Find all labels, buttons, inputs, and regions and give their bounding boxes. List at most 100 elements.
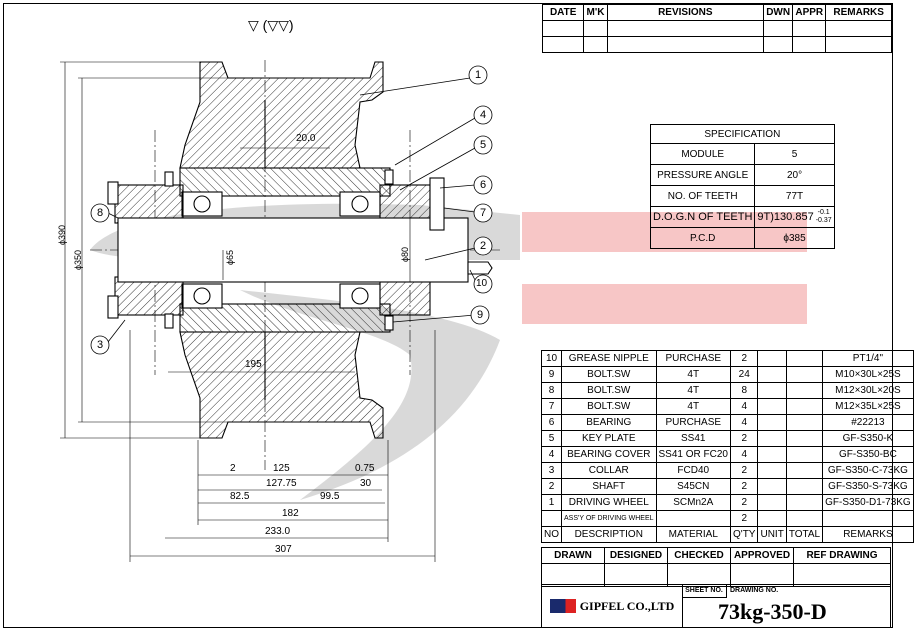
bom-cell-qty: 2: [729, 430, 759, 447]
bom-cell-mat: SS41: [655, 430, 732, 447]
bom-cell-total: [785, 350, 824, 367]
bom-cell-mat: SCMn2A: [655, 494, 732, 511]
bom-cell-no: 8: [541, 382, 562, 399]
bom-cell-no: 5: [541, 430, 562, 447]
bom-cell-no: 3: [541, 462, 562, 479]
bom-cell-no: [541, 510, 562, 527]
bom-cell-unit: [757, 462, 787, 479]
bom-cell-total: [785, 462, 824, 479]
bom-cell-remarks: GF-S350-K: [822, 430, 914, 447]
bom-cell-no: 2: [541, 478, 562, 495]
bom-cell-qty: 2: [729, 494, 759, 511]
bom-cell-total: [785, 510, 824, 527]
company-name: GIPFEL CO.,LTD: [579, 599, 675, 613]
dim-307: 307: [275, 544, 292, 555]
bom-cell-no: 7: [541, 398, 562, 415]
bom-cell-remarks: PT1/4": [822, 350, 914, 367]
revisions-table: DATE M'K REVISIONS DWN APPR REMARKS: [541, 4, 892, 53]
dogn-value: 9T)130.857: [757, 210, 814, 223]
bom-cell-desc: GREASE NIPPLE: [561, 350, 657, 367]
bom-cell-no: 6: [541, 414, 562, 431]
bom-header: Q'TY: [729, 526, 759, 543]
rev-header-date: DATE: [541, 4, 585, 21]
dim-80: ϕ80: [400, 246, 410, 262]
balloon-9: [470, 305, 490, 325]
bom-cell-qty: 8: [729, 382, 759, 399]
bom-cell-desc: BOLT.SW: [561, 398, 657, 415]
drawing-no-label: DRAWING NO.: [730, 587, 779, 594]
bom-cell-remarks: GF-S350-D1-73KG: [822, 494, 914, 511]
balloon-6: [473, 175, 493, 195]
bom-cell-qty: 24: [729, 366, 759, 383]
bom-cell-remarks: GF-S350-S-73KG: [822, 478, 914, 495]
balloon-8-label: 8: [97, 207, 104, 219]
bom-cell-total: [785, 478, 824, 495]
dim-182: 182: [282, 508, 299, 519]
tb-ref-drawing: REF DRAWING: [793, 547, 891, 564]
balloon-7: [473, 203, 493, 223]
balloon-1-label: 1: [475, 69, 482, 81]
title-block-bottom: GIPFEL CO.,LTD SHEET NO. DRAWING NO. 73k…: [541, 584, 891, 628]
balloon-5-label: 5: [480, 139, 487, 151]
balloon-2: [473, 236, 493, 256]
bom-cell-no: 9: [541, 366, 562, 383]
dim-2: 2: [230, 463, 236, 474]
bom-cell-unit: [757, 398, 787, 415]
balloon-2-label: 2: [480, 240, 487, 252]
dim-125: 125: [273, 463, 290, 474]
part-balloons: [90, 65, 493, 355]
balloon-6-label: 6: [480, 179, 487, 191]
bom-cell-mat: 4T: [655, 398, 732, 415]
dim-075: 0.75: [355, 463, 375, 474]
title-block: DRAWN DESIGNED CHECKED APPROVED REF DRAW…: [541, 547, 891, 587]
rev-header-revisions: REVISIONS: [606, 4, 765, 21]
bom-cell-remarks: M12×35L×25S: [822, 398, 914, 415]
dim-825: 82.5: [230, 491, 250, 502]
driving-wheel-section: [107, 61, 493, 439]
dim-65: ϕ65: [225, 249, 235, 265]
bom-cell-qty: 4: [729, 398, 759, 415]
spec-value: 5: [754, 143, 835, 165]
balloon-4: [473, 105, 493, 125]
bom-cell-no: 10: [541, 350, 562, 367]
dim-30: 30: [360, 478, 372, 489]
spec-label: MODULE: [649, 143, 756, 165]
rev-header-mk: M'K: [583, 4, 608, 21]
spec-label: PRESSURE ANGLE: [649, 164, 756, 186]
bom-cell-mat: PURCHASE: [655, 350, 732, 367]
bom-cell-remarks: #22213: [822, 414, 914, 431]
bom-cell-desc: DRIVING WHEEL: [561, 494, 657, 511]
bom-cell-total: [785, 366, 824, 383]
bom-cell-mat: SS41 OR FC20: [655, 446, 732, 463]
bom-cell-desc: SHAFT: [561, 478, 657, 495]
dim-390: ϕ390: [57, 224, 67, 245]
drawing-frame: [3, 3, 893, 628]
balloon-7-label: 7: [480, 207, 487, 219]
bom-cell-remarks: GF-S350-BC: [822, 446, 914, 463]
bom-cell-total: [785, 446, 824, 463]
rev-header-dwn: DWN: [763, 4, 794, 21]
tol-plus: -0.1: [817, 209, 830, 216]
bom-cell-remarks: M12×30L×20S: [822, 382, 914, 399]
bom-cell-mat: [655, 510, 732, 527]
balloon-3: [90, 335, 110, 355]
drawing-number: 73kg-350-D: [718, 599, 827, 624]
sheet-no-label: SHEET NO.: [682, 585, 727, 598]
spec-value: ϕ385: [754, 227, 835, 249]
spec-value: 9T)130.857-0.1-0.37: [754, 206, 835, 228]
spec-label: D.O.G.N OF TEETH: [649, 206, 756, 228]
balloon-5: [473, 135, 493, 155]
bom-cell-mat: FCD40: [655, 462, 732, 479]
gipfel-logo-icon: [549, 599, 576, 613]
bom-header: UNIT: [757, 526, 787, 543]
balloon-4-label: 4: [480, 109, 487, 121]
bom-cell-qty: 4: [729, 414, 759, 431]
